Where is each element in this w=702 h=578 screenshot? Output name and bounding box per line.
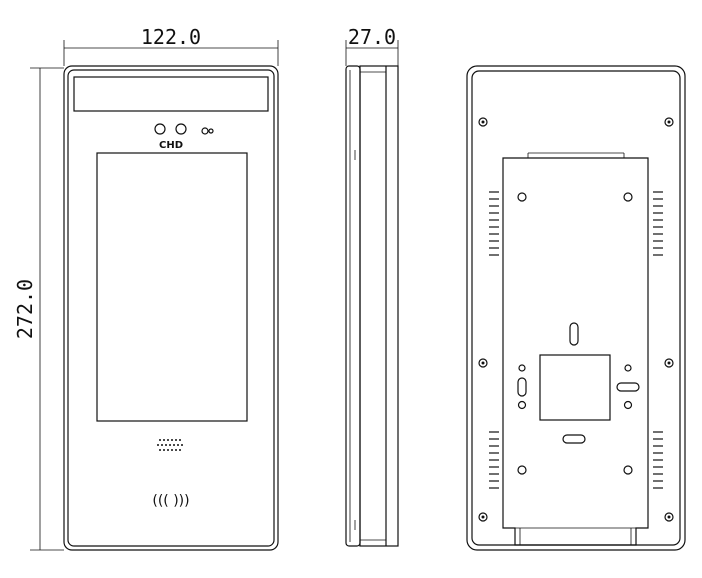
front-top-window — [73, 76, 269, 112]
bracket-hole — [517, 465, 527, 475]
brand-logo: CHD — [159, 140, 183, 151]
vertical-slot — [517, 377, 527, 397]
vent-right-lower — [653, 431, 663, 489]
camera-lens-left — [154, 123, 166, 135]
width-label: 122.0 — [141, 25, 201, 49]
vent-right-upper — [653, 191, 663, 256]
screw-icon — [478, 512, 488, 522]
bracket-hole — [518, 364, 526, 372]
front-outer-frame — [63, 65, 279, 551]
sensor-dot-large — [201, 127, 209, 135]
screw-icon — [478, 117, 488, 127]
depth-dimension: 27.0 — [345, 25, 399, 66]
vertical-slot — [569, 322, 579, 346]
front-inner-frame — [67, 69, 275, 547]
height-label: 272.0 — [13, 279, 37, 339]
camera-lens-right — [175, 123, 187, 135]
bracket-hole — [517, 400, 527, 410]
depth-label: 27.0 — [348, 25, 396, 49]
mounting-bracket — [502, 157, 649, 546]
screw-icon — [478, 358, 488, 368]
bracket-hole — [623, 192, 633, 202]
sensor-dot-small — [208, 128, 214, 134]
screw-icon — [664, 358, 674, 368]
horizontal-slot — [562, 434, 586, 444]
horizontal-slot — [616, 382, 640, 392]
cable-cutout — [539, 354, 611, 421]
screw-icon — [664, 512, 674, 522]
side-body — [359, 65, 399, 547]
width-dimension: 122.0 — [63, 25, 279, 66]
bracket-hole — [624, 364, 632, 372]
display-screen — [96, 152, 248, 422]
bracket-hole — [623, 400, 633, 410]
speaker-grille — [157, 439, 183, 451]
side-view — [345, 65, 399, 547]
front-view: CHD ((( ))) — [63, 65, 279, 551]
vent-left-upper — [489, 191, 499, 256]
bracket-hole — [517, 192, 527, 202]
vent-left-lower — [489, 431, 499, 489]
side-front-bezel — [345, 65, 361, 547]
height-dimension: 272.0 — [13, 67, 64, 551]
back-outer-frame — [466, 65, 686, 551]
nfc-icon: ((( ))) — [152, 493, 189, 509]
back-view — [466, 65, 686, 551]
bracket-hole — [623, 465, 633, 475]
screw-icon — [664, 117, 674, 127]
